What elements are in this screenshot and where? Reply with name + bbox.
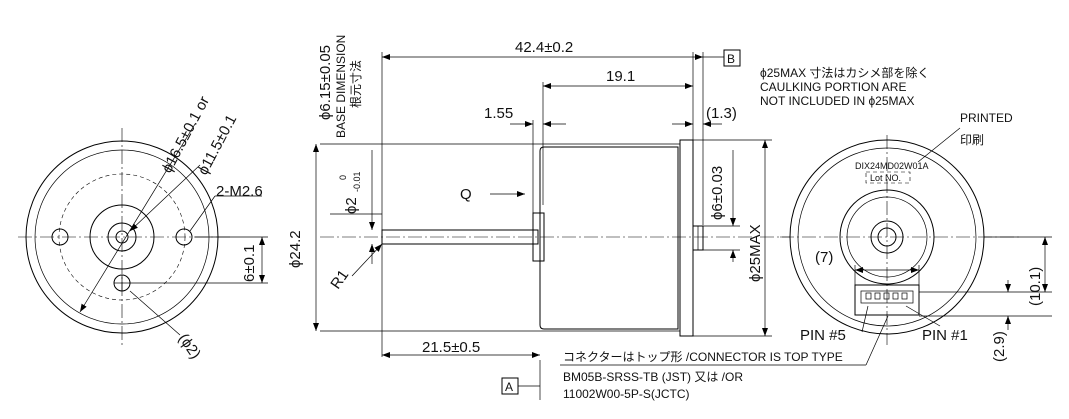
boss-dia-label: ϕ6±0.03	[709, 166, 726, 220]
shaft-dia-label: ϕ2	[343, 197, 360, 214]
body-dia-label: ϕ25MAX	[747, 224, 764, 282]
printed-en: PRINTED	[960, 111, 1013, 125]
radius-leader	[351, 243, 383, 277]
connector-slot	[860, 290, 914, 304]
height-101-label: (10.1)	[1027, 267, 1044, 306]
connector-note: コネクターはトップ形 /CONNECTOR IS TOP TYPE BM05B-…	[560, 315, 889, 401]
mounting-hole-right	[175, 228, 193, 246]
rear-bearing-outer	[870, 220, 904, 254]
side-view: 42.4±0.2 B 19.1 1.55 (1.3) Q ϕ6.15±0.05 …	[287, 35, 790, 400]
datum-a-label: A	[505, 380, 513, 394]
outer-dia-leader	[79, 123, 196, 313]
height-29-label: (2.9)	[991, 331, 1008, 362]
shaft-tol-upper: 0	[338, 175, 348, 180]
flange-thick-label: 1.55	[484, 105, 513, 122]
shaft-tol-lower: -0.01	[352, 171, 362, 192]
rear-boss-outer	[839, 189, 935, 285]
pin1-leader	[905, 305, 941, 327]
model-code: DIX24MD02W01A	[855, 161, 929, 171]
datum-b-label: B	[727, 52, 735, 66]
connector-pin-2	[874, 292, 881, 300]
connector-pin-5	[901, 292, 908, 300]
overall-length-label: 42.4±0.2	[515, 39, 573, 56]
rear-view: DIX24MD02W01A Lot NO. PRINTED 印刷 ϕ25MAX …	[760, 65, 1052, 362]
motor-boss	[532, 212, 545, 262]
front-boss-circle	[89, 204, 155, 270]
note-line2: CAULKING PORTION ARE	[760, 80, 906, 94]
hole-leader	[129, 290, 181, 336]
connector-note-line1: コネクターはトップ形 /CONNECTOR IS TOP TYPE	[563, 350, 843, 364]
note-line3: NOT INCLUDED IN ϕ25MAX	[760, 94, 915, 108]
lot-label: Lot NO.	[870, 173, 901, 183]
thread-label: 2-M2.6	[216, 183, 263, 200]
rear-boss-inner	[846, 196, 928, 278]
note-line1: ϕ25MAX 寸法はカシメ部を除く	[760, 65, 929, 80]
lot-box	[865, 171, 911, 184]
printed-leader	[917, 127, 961, 163]
flange-dia-label: ϕ24.2	[287, 230, 304, 268]
front-bolt-circle	[58, 173, 186, 301]
pin5-label: PIN #5	[800, 327, 846, 344]
base-dim-jp: 根元寸法	[349, 60, 363, 108]
inner-dia-leader	[129, 164, 201, 232]
pin5-leader	[861, 305, 869, 333]
connector-pin-1	[865, 292, 872, 300]
base-dim-value: ϕ6.15±0.05	[317, 45, 334, 120]
q-label: Q	[460, 186, 472, 203]
shaft-length-label: 21.5±0.5	[422, 339, 480, 356]
base-dim-en: BASE DIMENSION	[334, 35, 348, 138]
rear-thick-label: (1.3)	[706, 105, 737, 122]
motor-flange	[679, 139, 694, 337]
front-shaft-outer	[107, 222, 137, 252]
motor-body	[539, 146, 679, 330]
rear-inner-ring	[797, 147, 977, 327]
connector-note-line3: 11002W00-5P-S(JCTC)	[563, 387, 689, 401]
body-length-label: 19.1	[606, 68, 635, 85]
pin1-label: PIN #1	[922, 327, 968, 344]
mounting-hole-left	[51, 228, 69, 246]
connector-note-line2: BM05B-SRSS-TB (JST) 又は /OR	[563, 370, 743, 384]
datum-a-box	[501, 377, 519, 395]
connector-pin-3	[883, 292, 890, 300]
connector-note-leader	[865, 315, 889, 366]
printed-jp: 印刷	[960, 133, 984, 147]
thread-leader	[189, 195, 216, 232]
connector-pin-4	[892, 292, 899, 300]
datum-b-box	[723, 49, 741, 67]
hole-label: (ϕ2)	[175, 331, 204, 363]
connector-housing	[854, 284, 920, 316]
offset-label: 6±0.1	[241, 245, 258, 282]
front-view: ϕ16.5±0.1 or ϕ11.5±0.1 2-M2.6 6±0.1 (ϕ2)	[18, 94, 268, 363]
radius-label: R1	[327, 267, 352, 292]
rear-bearing-inner	[877, 227, 897, 247]
conn-width-label: (7)	[815, 249, 833, 266]
